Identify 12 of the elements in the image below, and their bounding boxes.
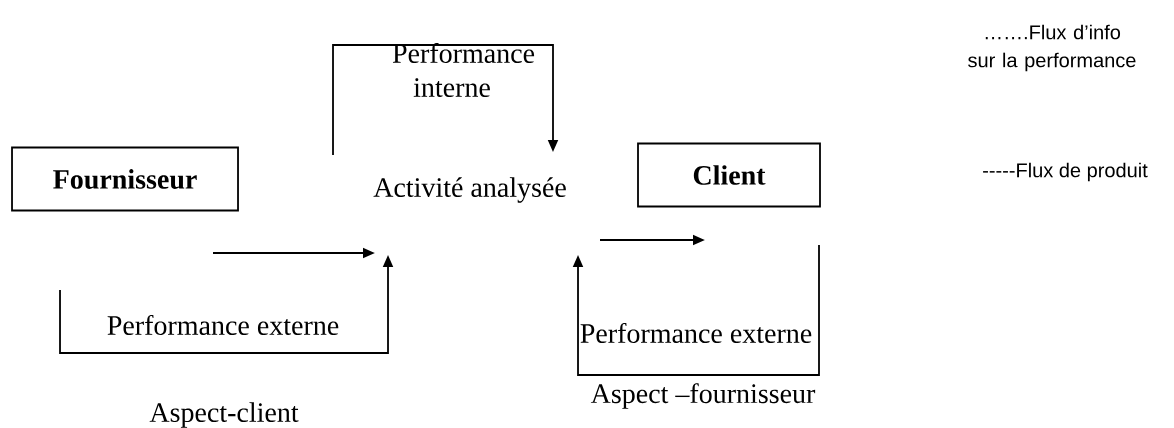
text-label: Aspect –fournisseur (590, 383, 816, 409)
arrow (332, 44, 559, 156)
text-label: Performance externe (580, 323, 812, 343)
legend-text: -----Flux de produit (983, 162, 1148, 182)
process-box: Client (637, 142, 821, 208)
arrow (572, 244, 820, 376)
text-label: Aspect-client (149, 402, 299, 428)
process-box: Fournisseur (11, 146, 239, 212)
text-label: Performance externe (107, 315, 339, 335)
legend-text: …….Flux d’info sur la performance (968, 24, 1136, 72)
activity-label: Activité analysée (373, 177, 566, 203)
text-label: Performance interne (392, 43, 535, 97)
